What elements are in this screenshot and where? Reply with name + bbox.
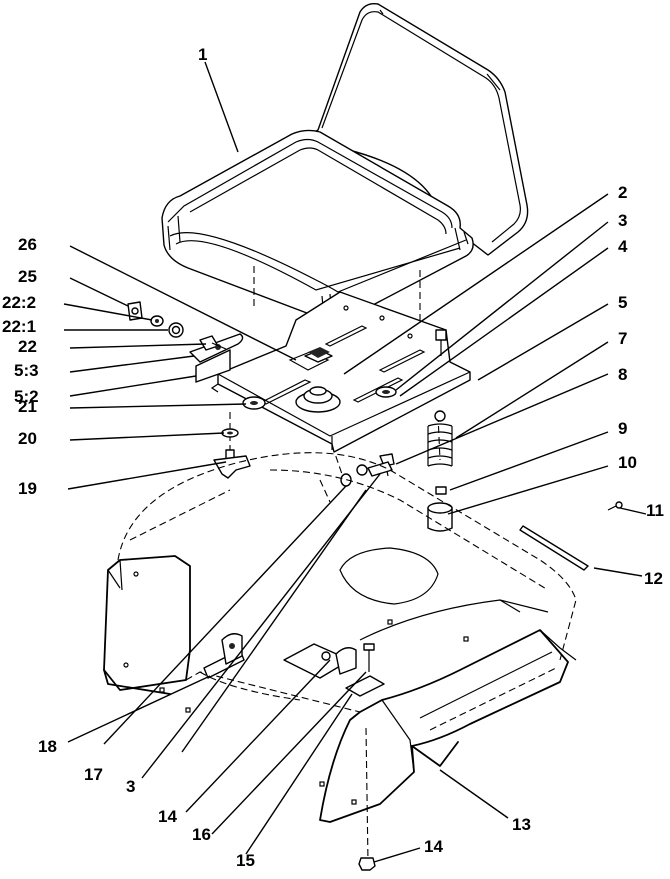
callout-3-lower: 3 (126, 777, 135, 796)
callout-5: 5 (618, 293, 627, 312)
callout-9: 9 (618, 419, 627, 438)
callout-15: 15 (236, 851, 255, 870)
callout-10: 10 (618, 453, 637, 472)
callout-5-2: 5:2 (14, 387, 39, 406)
callout-20: 20 (18, 429, 37, 448)
seat-plate (210, 291, 471, 453)
callout-14-bottom: 14 (424, 837, 443, 856)
callout-1: 1 (198, 45, 207, 64)
callout-17: 17 (84, 765, 103, 784)
callout-8: 8 (618, 365, 627, 384)
rod-and-clip (519, 501, 623, 571)
callout-13: 13 (512, 815, 531, 834)
pivot-bolt (340, 461, 393, 487)
leader-lines (63, 61, 647, 863)
callout-4: 4 (618, 237, 628, 256)
plate-hardware (242, 347, 397, 413)
callout-14-left: 14 (158, 807, 177, 826)
callout-26: 26 (18, 235, 37, 254)
mount-knob (213, 428, 251, 479)
callout-11: 11 (646, 501, 664, 520)
callout-22-2: 22:2 (2, 293, 36, 312)
callout-12: 12 (644, 569, 663, 588)
callout-5-3: 5:3 (14, 361, 39, 380)
spring-stack (379, 329, 453, 532)
callout-25: 25 (18, 267, 37, 286)
callout-18: 18 (38, 737, 57, 756)
latch-small-parts (127, 301, 227, 351)
callout-labels: 1 2 3 4 5 7 8 9 10 11 12 13 14 15 16 14 … (2, 45, 664, 870)
fender-body (103, 452, 577, 871)
callout-3: 3 (618, 211, 627, 230)
callout-19: 19 (18, 479, 37, 498)
callout-21: 21 (18, 397, 37, 416)
callout-7: 7 (618, 329, 627, 348)
callout-22-1: 22:1 (2, 317, 36, 336)
callout-2: 2 (618, 183, 627, 202)
callout-16: 16 (192, 825, 211, 844)
callout-22: 22 (18, 337, 37, 356)
seat (161, 2, 529, 323)
